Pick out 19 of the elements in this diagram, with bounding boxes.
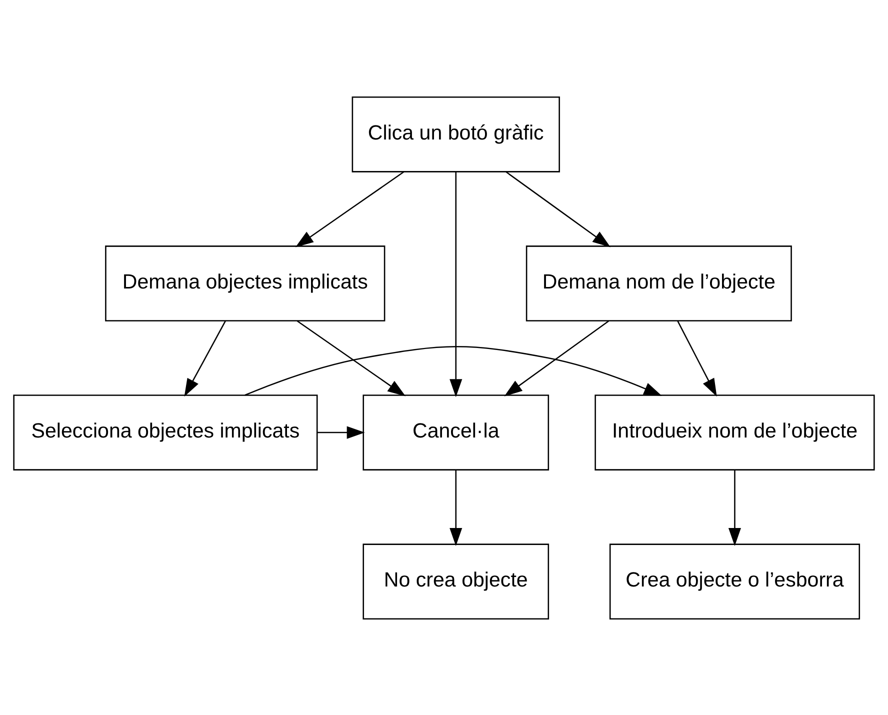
arrow <box>450 470 462 546</box>
node-box: Selecciona objectes implicats <box>13 394 318 470</box>
node-box: No crea objecte <box>362 543 550 619</box>
node-box: Cancel·la <box>362 394 550 470</box>
node-box: Crea objecte o l’esborra <box>609 543 860 619</box>
arrow <box>728 470 742 546</box>
node-box: Introdueix nom de l’objecte <box>594 394 875 470</box>
arrow <box>677 320 717 396</box>
node-box: Demana objectes implicats <box>105 245 386 321</box>
arrow <box>450 171 462 397</box>
node-box: Demana nom de l’objecte <box>526 245 792 321</box>
node-box: Clica un botó gràfic <box>352 96 560 172</box>
arrow <box>295 170 404 247</box>
arrow <box>184 320 226 396</box>
arrow <box>244 346 662 396</box>
arrow <box>296 320 406 396</box>
arrow <box>506 170 611 247</box>
arrow <box>318 426 365 438</box>
arrow <box>504 320 610 396</box>
